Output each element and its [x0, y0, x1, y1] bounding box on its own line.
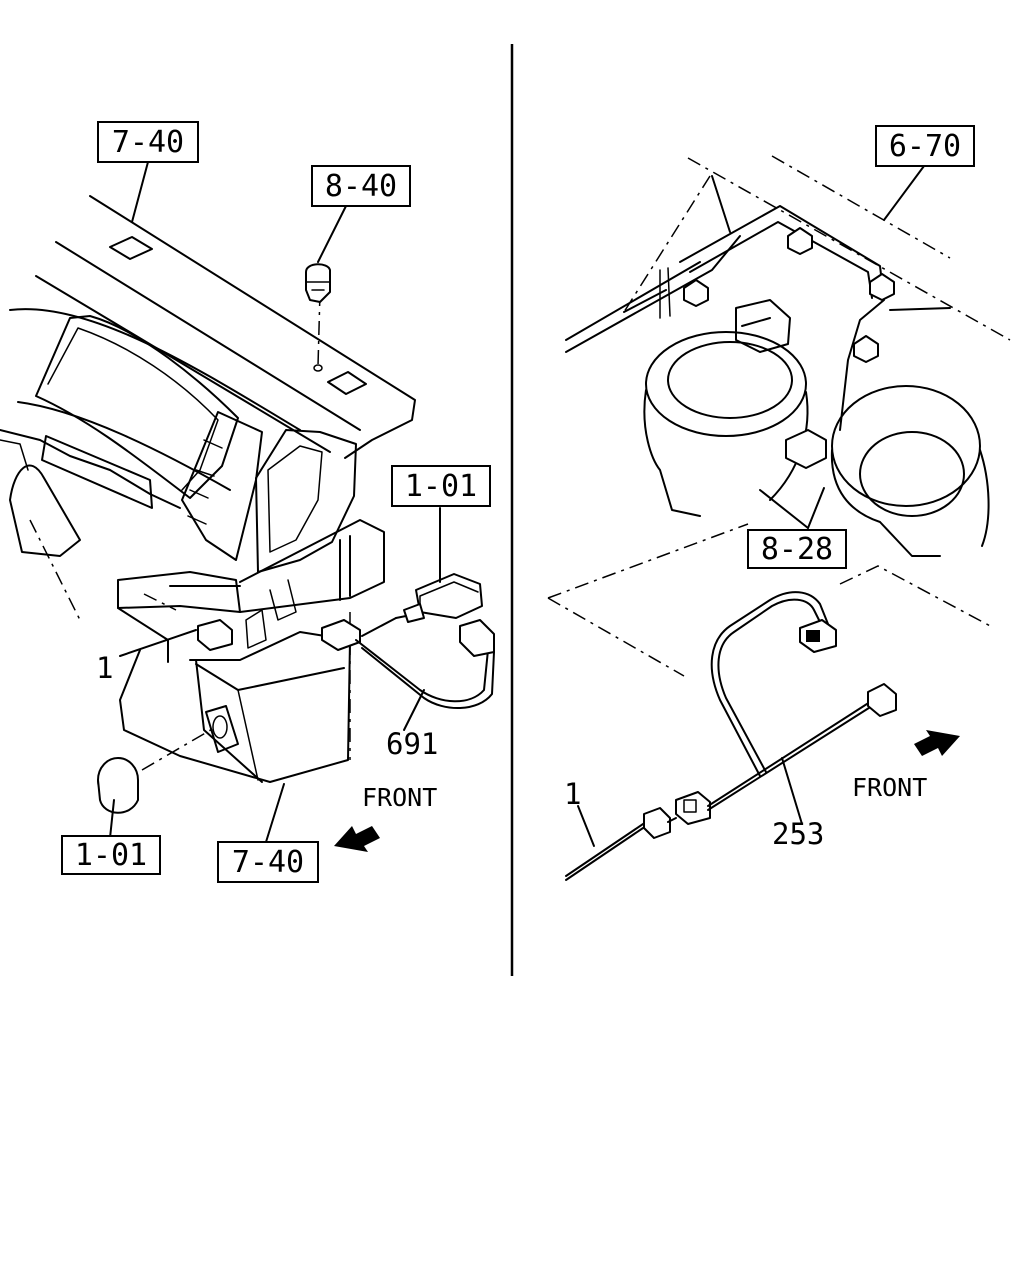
bolt	[787, 227, 813, 255]
left-view: 7-40 8-40 1-01 1-01 7-40 1 691 FRONT	[0, 121, 495, 883]
ref-label: 7-40	[112, 125, 184, 160]
horn-assembly-illustration	[565, 155, 1011, 557]
ref-box-8-40: 8-40	[311, 165, 411, 207]
ref-box-7-40-top: 7-40	[97, 121, 199, 163]
ref-label: 6-70	[889, 129, 961, 164]
bulb-8-40	[305, 205, 347, 303]
ref-box-8-28: 8-28	[747, 529, 847, 569]
bolt	[869, 273, 895, 301]
ref-label: 7-40	[232, 845, 304, 880]
ref-box-7-40-bottom: 7-40	[217, 841, 319, 883]
ref-label: 8-28	[761, 532, 833, 567]
ref-box-1-01-bottom: 1-01	[61, 835, 161, 875]
front-label: FRONT	[852, 773, 927, 802]
part-number-1: 1	[96, 651, 113, 685]
ref-label: 1-01	[75, 838, 147, 873]
part-number-691: 691	[386, 727, 438, 761]
ref-box-1-01-top: 1-01	[391, 465, 491, 507]
part-number-1: 1	[564, 777, 581, 811]
front-arrow-icon	[334, 826, 380, 852]
bolt	[683, 279, 709, 307]
bolt	[853, 335, 879, 363]
dashboard-illustration	[0, 195, 416, 783]
leader-7-40-top	[131, 161, 149, 223]
harness-253	[547, 523, 995, 881]
front-arrow-icon	[914, 730, 960, 756]
ref-label: 1-01	[405, 469, 477, 504]
front-label: FRONT	[362, 783, 437, 812]
right-view: 6-70 8-28 1 253 FRONT	[547, 125, 1011, 881]
ref-box-6-70: 6-70	[875, 125, 975, 167]
switch-harness-691	[321, 573, 495, 731]
plug-1-01	[97, 757, 139, 839]
part-number-253: 253	[772, 817, 824, 851]
leader-6-70	[883, 165, 925, 221]
leader-7-40-bottom	[265, 783, 285, 843]
ref-label: 8-40	[325, 169, 397, 204]
